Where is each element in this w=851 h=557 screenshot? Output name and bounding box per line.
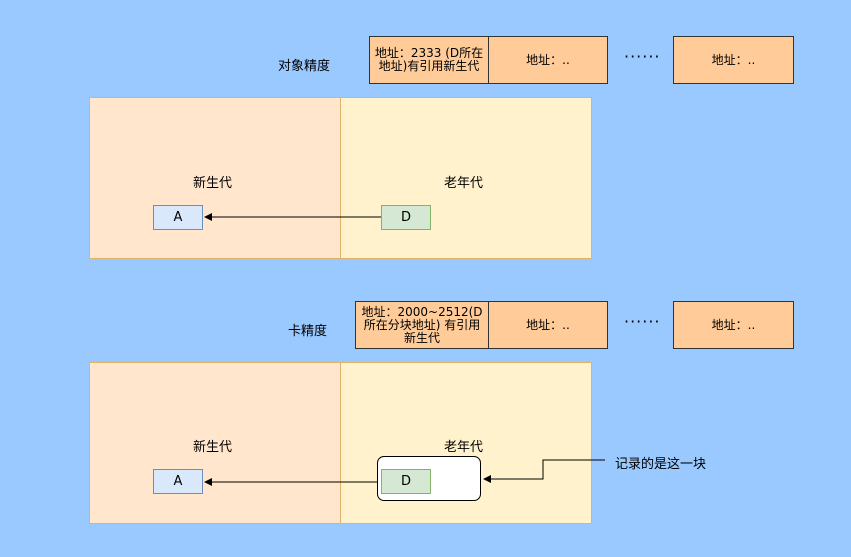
old-gen-region-1 bbox=[340, 97, 592, 259]
card-precision-cell-3: 地址：.. bbox=[673, 301, 794, 349]
object-precision-title: 对象精度 bbox=[278, 59, 331, 74]
card-annotation-label: 记录的是这一块 bbox=[615, 457, 707, 472]
object-a-2: A bbox=[153, 469, 203, 494]
object-precision-cell-2: 地址：.. bbox=[488, 36, 608, 84]
card-precision-cell-1: 地址：2000~2512(D所在分块地址) 有引用新生代 bbox=[355, 301, 489, 349]
object-precision-cell-3: 地址：.. bbox=[673, 36, 794, 84]
object-a-1: A bbox=[153, 205, 203, 230]
old-gen-label-2: 老年代 bbox=[444, 440, 484, 455]
object-d-1: D bbox=[381, 205, 431, 230]
young-gen-region-1 bbox=[89, 97, 341, 259]
old-gen-label-1: 老年代 bbox=[444, 176, 484, 191]
object-d-2: D bbox=[381, 469, 431, 494]
annotation-arrow bbox=[483, 459, 605, 483]
card-precision-ellipsis: ······ bbox=[624, 312, 661, 331]
young-gen-region-2 bbox=[89, 362, 341, 524]
young-gen-label-1: 新生代 bbox=[193, 176, 233, 191]
card-precision-title: 卡精度 bbox=[288, 324, 328, 339]
card-precision-cell-2: 地址：.. bbox=[488, 301, 608, 349]
young-gen-label-2: 新生代 bbox=[193, 440, 233, 455]
object-precision-ellipsis: ······ bbox=[624, 47, 661, 66]
